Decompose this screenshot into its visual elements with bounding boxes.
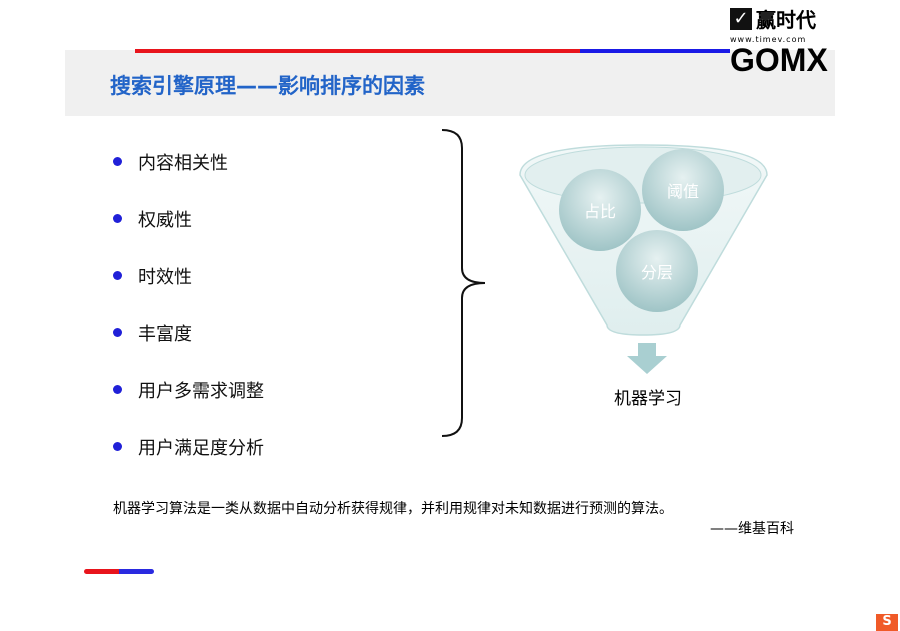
- bullet-icon: [113, 157, 122, 166]
- logo-brand-cn: 赢时代: [756, 8, 816, 32]
- bullet-icon: [113, 442, 122, 451]
- list-item: 用户多需求调整: [113, 361, 264, 418]
- red-accent-line: [135, 49, 580, 53]
- logo-url: www.timev.com: [730, 35, 807, 44]
- right-brace-icon: [441, 129, 486, 437]
- factor-label: 用户满足度分析: [138, 437, 264, 459]
- list-item: 丰富度: [113, 304, 264, 361]
- circle-ratio: [559, 169, 641, 251]
- corner-logo-icon: S: [876, 614, 898, 631]
- quote-source: ——维基百科: [710, 521, 794, 537]
- bullet-icon: [113, 385, 122, 394]
- bullet-icon: [113, 214, 122, 223]
- circle-threshold: [642, 149, 724, 231]
- quote-text: 机器学习算法是一类从数据中自动分析获得规律，并利用规律对未知数据进行预测的算法。: [113, 501, 673, 517]
- logo: ✓赢时代 www.timev.com GOMX: [730, 4, 834, 76]
- circle-label: 分层: [641, 263, 673, 282]
- circle-label: 阈值: [667, 182, 699, 201]
- funnel-output-label: 机器学习: [614, 389, 682, 409]
- factor-label: 内容相关性: [138, 152, 228, 174]
- circle-label: 占比: [584, 202, 616, 221]
- circle-layer: [616, 230, 698, 312]
- factor-list: 内容相关性 权威性 时效性 丰富度 用户多需求调整 用户满足度分析: [113, 133, 264, 475]
- bullet-icon: [113, 271, 122, 280]
- slide-title: 搜索引擎原理——影响排序的因素: [110, 74, 425, 98]
- list-item: 用户满足度分析: [113, 418, 264, 475]
- footer-accent-bar: [84, 569, 154, 574]
- factor-label: 用户多需求调整: [138, 380, 264, 402]
- blue-accent-line: [580, 49, 730, 53]
- list-item: 权威性: [113, 190, 264, 247]
- factor-label: 丰富度: [138, 323, 192, 345]
- bullet-icon: [113, 328, 122, 337]
- funnel-diagram: 占比 阈值 分层: [519, 144, 768, 374]
- list-item: 时效性: [113, 247, 264, 304]
- title-band: [65, 50, 835, 116]
- checkmark-icon: ✓: [730, 7, 752, 30]
- logo-brand-en: GOMX: [730, 42, 828, 78]
- list-item: 内容相关性: [113, 133, 264, 190]
- down-arrow-icon: [627, 343, 667, 374]
- factor-label: 时效性: [138, 266, 192, 288]
- factor-label: 权威性: [138, 209, 192, 231]
